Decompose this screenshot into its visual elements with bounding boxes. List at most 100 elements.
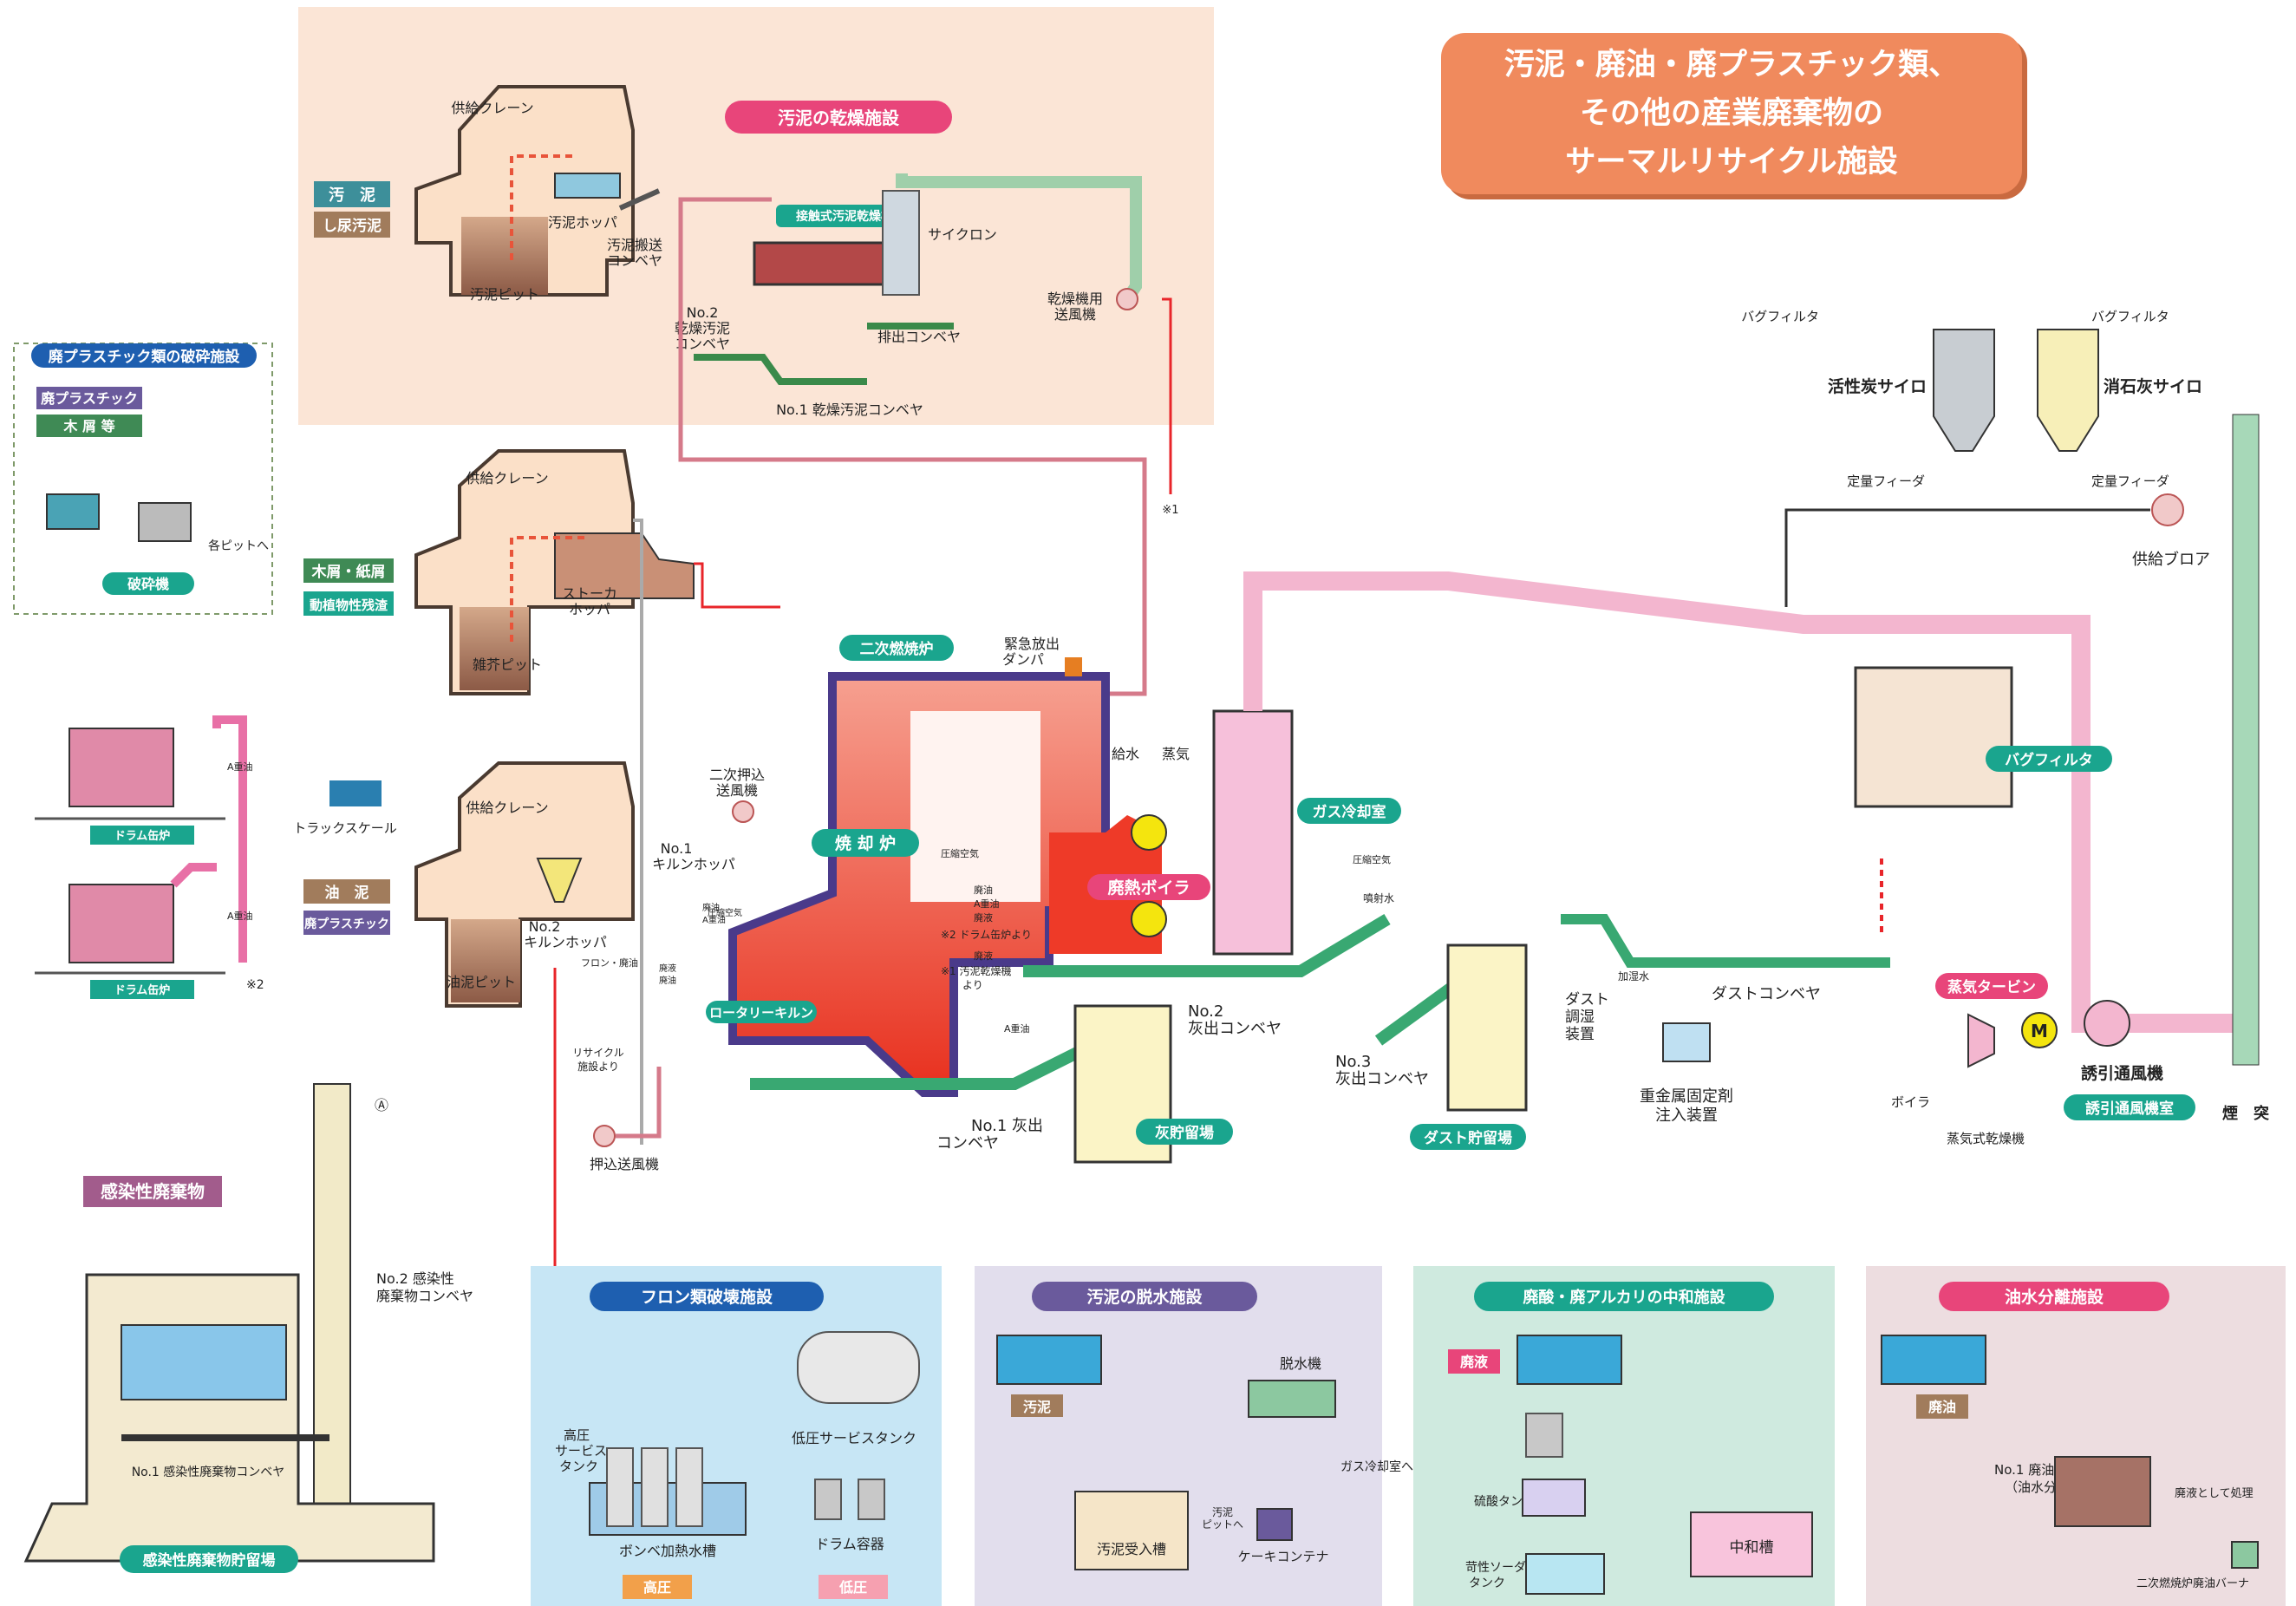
night-soil-label: し尿汚泥 [323, 217, 382, 235]
emergency-damper-label-2: ダンパ [1002, 651, 1044, 668]
no1-kiln-hopper-label-1: No.1 [661, 840, 693, 857]
hp-cylinder-3 [675, 1447, 703, 1527]
dewater-header: 汚泥の脱水施設 [1086, 1287, 1203, 1307]
oil-burner [2231, 1541, 2259, 1569]
low-pressure-tank-label: 低圧サービスタンク [792, 1430, 916, 1446]
drum-2-a-oil: A重油 [227, 910, 253, 922]
no2-kiln-hopper [536, 858, 583, 903]
push-blower [593, 1125, 616, 1147]
hp-cylinder-2 [641, 1447, 669, 1527]
kiln-feed-area: トラックスケール 供給クレーン 油泥ピット 油 泥 廃プラスチック No.1 キ… [293, 761, 765, 1172]
neutralization-tank [1690, 1511, 1813, 1577]
truck-scale-icon [329, 780, 382, 806]
no2-dry-conveyor-label-2: 乾燥汚泥 [675, 320, 730, 336]
kiln-side-waste-liquid: 廃液 [659, 963, 676, 974]
stack-label: 煙 突 [2222, 1104, 2269, 1123]
stack [2232, 414, 2260, 1066]
boiler-gas-cooler: 廃熱ボイラ 給水 蒸気 ガス冷却室 圧縮空気 噴射水 [1049, 416, 2255, 1033]
dryer-blower [1116, 288, 1138, 310]
drum-furnace-2 [68, 884, 174, 963]
furnace-waste-oil: 廃油 [974, 884, 993, 896]
no2-dry-conveyor-label-3: コンベヤ [675, 336, 730, 352]
dryer-label: 接触式汚泥乾燥機 [796, 209, 893, 224]
no1-ash-conveyor-label-2: コンベヤ [936, 1134, 999, 1152]
no2-infectious-label-1: No.2 感染性 [376, 1270, 454, 1287]
no1-ash-conveyor-label-1: No.1 灰出 [971, 1117, 1043, 1135]
idf-label: 誘引通風機 [2081, 1063, 2163, 1083]
neutralization-tank-label: 中和槽 [1730, 1539, 1774, 1557]
steam-turbine-label: 蒸気タービン [1947, 978, 2036, 996]
stoker-hopper-label-1: ストーカ [562, 585, 617, 602]
neutralize-panel: 廃酸・廃アルカリの中和施設 廃液 硫酸タンク 苛性ソーダ タンク 中和槽 [1413, 1266, 1835, 1606]
kiln-plastic-input: 廃プラスチック [304, 917, 389, 931]
drum-ref-mark: ※2 [246, 978, 264, 992]
drum-furnace-2-label: ドラム缶炉 [114, 983, 171, 997]
boiler-drum-lower [1131, 901, 1167, 937]
ref-1-mark: ※1 [1162, 504, 1178, 517]
boiler-drum-upper [1131, 814, 1167, 851]
oil-tag: 廃油 [1928, 1399, 1956, 1415]
emergency-damper [1065, 657, 1082, 676]
dewater-machine-label: 脱水機 [1280, 1355, 1321, 1372]
gas-treatment: バグフィルタ バグフィルタ 活性炭サイロ 消石灰サイロ 定量フィーダ 定量フィー… [1741, 309, 2269, 1146]
gas-cooler-label: ガス冷却室 [1313, 803, 1386, 821]
dust-storage-label: ダスト貯留場 [1424, 1129, 1512, 1147]
cake-container [1256, 1508, 1293, 1541]
neutralize-header: 廃酸・廃アルカリの中和施設 [1523, 1288, 1725, 1307]
ash-handling: No.1 灰出 コンベヤ No.2 灰出コンベヤ 灰貯留場 No.3 灰出コンベ… [750, 913, 1890, 1164]
crusher-header: 廃プラスチック類の破砕施設 [49, 348, 241, 366]
oil-burner-label: 二次燃焼炉廃油バーナ [2136, 1577, 2249, 1590]
idf-room-label: 誘引通風機室 [2085, 1100, 2174, 1118]
dust-conditioner-label-1: ダスト [1565, 991, 1609, 1009]
no2-kiln-hopper-label-2: キルンホッパ [524, 934, 607, 950]
mixed-waste-pit [460, 607, 529, 690]
to-sludge-pit-2: ピットへ [1202, 1518, 1243, 1531]
stoker-crane-label: 供給クレーン [466, 470, 548, 486]
sulfuric-tank [1522, 1479, 1586, 1517]
cake-container-label: ケーキコンテナ [1237, 1549, 1328, 1564]
kiln-side-waste-oil: 廃油 [702, 902, 720, 913]
furnace-waste-liquid: 廃液 [974, 911, 993, 924]
oil-truck [1881, 1335, 1986, 1385]
boiler-in-label: ボイラ [1891, 1094, 1930, 1110]
heavy-metal-fixer [1662, 1022, 1711, 1062]
carbon-silo-label: 活性炭サイロ [1828, 376, 1927, 396]
title-line-3: サーマルリサイクル施設 [1565, 145, 1898, 180]
motor-label: M [2031, 1021, 2048, 1041]
no3-ash-conveyor-label-2: 灰出コンベヤ [1335, 1070, 1429, 1088]
high-pressure-tag: 高圧 [643, 1579, 671, 1596]
drum-furnace-1 [68, 728, 174, 807]
bag-filter-label: バグフィルタ [2005, 751, 2093, 769]
oil-separation-header: 油水分離施設 [2005, 1287, 2104, 1307]
drum-1-a-oil: A重油 [227, 761, 253, 773]
supply-blower-label: 供給ブロア [2132, 550, 2210, 569]
feed-water-label: 給水 [1112, 746, 1139, 762]
hp-cylinder-1 [606, 1447, 634, 1527]
furnace-waste-liquid-2: 廃液 [974, 950, 993, 962]
drum-container-label: ドラム容器 [815, 1536, 884, 1552]
discharge-conveyor-label: 排出コンベヤ [877, 329, 961, 345]
no2-ash-conveyor-label-2: 灰出コンベヤ [1188, 1020, 1282, 1038]
caustic-soda-label-1: 苛性ソーダ [1465, 1560, 1526, 1575]
ash-storage-label: 灰貯留場 [1155, 1124, 1214, 1142]
lime-silo-label: 消石灰サイロ [2104, 376, 2202, 396]
hp-tank-label-2: サービス [555, 1443, 607, 1459]
cyclone-label: サイクロン [928, 226, 997, 243]
no2-infectious-conveyor [313, 1083, 351, 1527]
drum-container-2 [858, 1479, 885, 1520]
furnace-a-oil: A重油 [974, 898, 1000, 910]
freon-oil-inlet: フロン・廃油 [581, 956, 638, 969]
recycle-from-2: 施設より [577, 1060, 619, 1073]
no1-infectious-label: No.1 感染性廃棄物コンベヤ [132, 1465, 285, 1479]
dryer-blower-label-2: 送風機 [1054, 306, 1096, 323]
activated-carbon-silo [1933, 329, 1995, 452]
waste-heat-boiler-label: 廃熱ボイラ [1107, 878, 1190, 898]
infectious-storage-label: 感染性廃棄物貯留場 [143, 1551, 276, 1570]
title-line-1: 汚泥・廃油・廃プラスチック類、 [1503, 48, 1960, 82]
stoker-area: 供給クレーン 雑芥ピット 木屑・紙屑 動植物性残渣 ストーカ ホッパ [303, 449, 695, 695]
induced-draft-fan [2084, 1000, 2130, 1047]
infectious-waste-area: 感染性廃棄物 No.2 感染性 廃棄物コンベヤ Ⓐ No.1 感染性廃棄物コンベ… [23, 1083, 473, 1573]
rotary-kiln-label: ロータリーキルン [709, 1005, 813, 1021]
cooler-air-label: 圧縮空気 [1353, 853, 1391, 865]
